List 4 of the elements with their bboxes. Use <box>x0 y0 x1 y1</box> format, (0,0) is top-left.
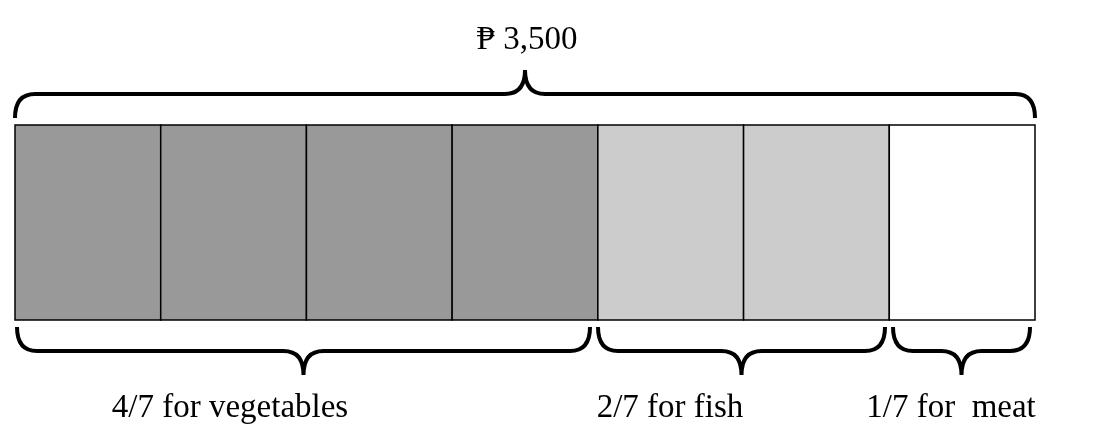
fraction-label: 1/7 for meat <box>866 390 1036 423</box>
fraction-label: 4/7 for vegetables <box>111 390 349 423</box>
total-amount-label: ₱ 3,500 <box>476 22 578 55</box>
fraction-label: 2/7 for fish <box>596 390 744 423</box>
